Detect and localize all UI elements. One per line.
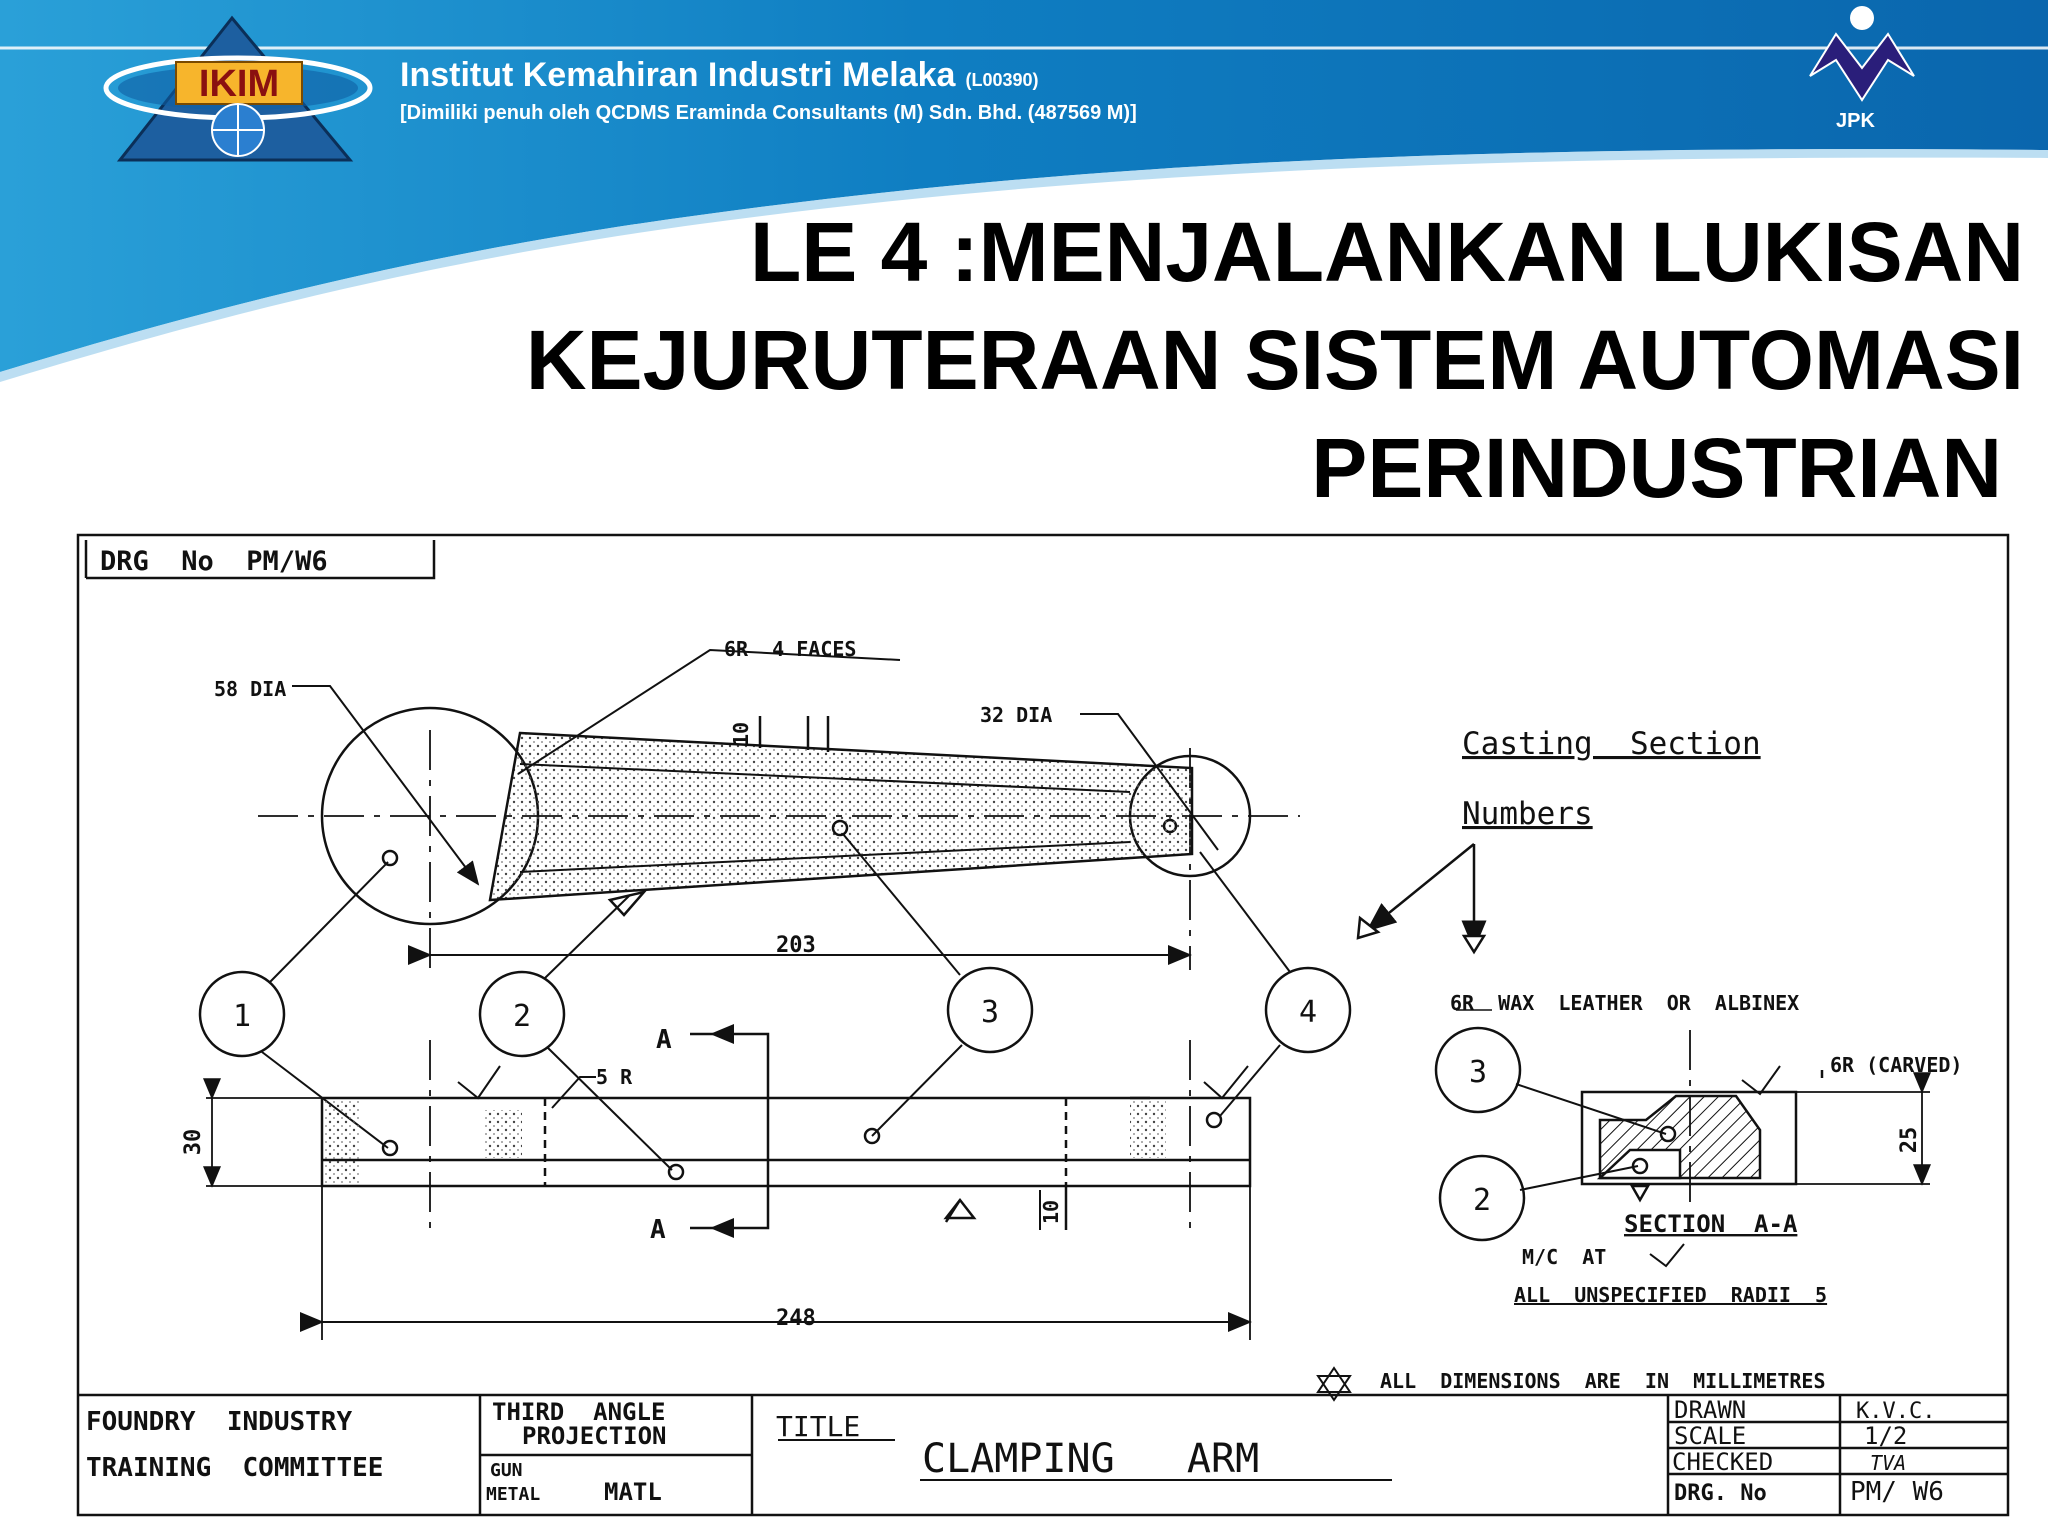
section-balloon-3: 3: [1469, 1055, 1487, 1090]
dimension-25: 25: [1897, 1127, 1922, 1154]
jpk-label: JPK: [1836, 110, 1875, 132]
balloon-2: 2: [513, 999, 531, 1034]
tb-org-line-2: TRAINING COMMITTEE: [86, 1453, 383, 1483]
tb-drawn-label: DRAWN: [1674, 1396, 1746, 1424]
casting-note-line-2: Numbers: [1462, 796, 1593, 832]
tb-scale-value: 1/2: [1864, 1422, 1907, 1450]
tb-scale-label: SCALE: [1674, 1422, 1746, 1450]
title-line-1: LE 4 :MENJALANKAN LUKISAN: [749, 205, 2024, 299]
ikim-logo: IKIM: [103, 15, 373, 162]
tb-checked-value: TVA: [1870, 1451, 1906, 1475]
tb-checked-label: CHECKED: [1672, 1448, 1773, 1476]
tb-drawn-value: K.V.C.: [1856, 1399, 1935, 1424]
title-line-3: PERINDUSTRIAN: [1311, 421, 2002, 515]
tb-drg-no-value: PM/ W6: [1850, 1477, 1944, 1507]
title-line-2: KEJURUTERAAN SISTEM AUTOMASI: [525, 313, 2024, 407]
title-block-lines: [78, 1393, 2008, 1515]
org-subtitle: [Dimiliki penuh oleh QCDMS Eraminda Cons…: [400, 102, 1137, 124]
dimension-30: 30: [181, 1129, 206, 1156]
casting-arrows: [1356, 843, 1487, 955]
drg-no-box: [86, 540, 436, 580]
dimension-248: 248: [776, 1306, 816, 1331]
tb-part-name: CLAMPING ARM: [922, 1436, 1259, 1482]
top-view: [258, 648, 1300, 970]
dimension-10-top: 10: [729, 722, 753, 746]
jpk-logo: [1809, 6, 1915, 102]
dimension-10-front: 10: [1039, 1200, 1063, 1224]
dia-32-note: 32 DIA: [980, 703, 1052, 727]
ikim-logo-text: IKIM: [199, 63, 279, 105]
tb-material-line-1: GUN: [490, 1460, 523, 1481]
section-a-a-label: SECTION A-A: [1624, 1210, 1798, 1238]
section-a-a-view: [1316, 1009, 1931, 1402]
wax-note: 6R WAX LEATHER OR ALBINEX: [1450, 991, 1799, 1015]
drawing-frame: [76, 533, 2010, 1517]
machining-note: M/C AT: [1522, 1245, 1606, 1269]
dimension-203: 203: [776, 933, 816, 958]
page-title: LE 4 :MENJALANKAN LUKISAN KEJURUTERAAN S…: [324, 198, 2024, 522]
tb-title-label: TITLE: [776, 1410, 860, 1443]
tb-drg-no-label: DRG. No: [1674, 1481, 1767, 1506]
tb-projection-line-2: PROJECTION: [522, 1422, 667, 1450]
radii-note: ALL UNSPECIFIED RADII 5: [1514, 1283, 1827, 1307]
tb-org-line-1: FOUNDRY INDUSTRY: [86, 1407, 352, 1437]
balloon-group: [198, 833, 1352, 1171]
tb-projection-line-1: THIRD ANGLE: [492, 1398, 665, 1426]
section-marker-a-bottom: A: [650, 1215, 666, 1245]
front-view: [203, 1024, 1252, 1340]
drg-no-label: DRG No PM/W6: [100, 546, 328, 577]
carved-note: 6R (CARVED): [1830, 1053, 1962, 1077]
section-marker-a-top: A: [656, 1025, 672, 1055]
tb-material-label: MATL: [604, 1478, 662, 1506]
org-code: (L00390): [965, 70, 1039, 90]
org-name: Institut Kemahiran Industri Melaka(L0039…: [400, 56, 1039, 94]
radius-5r: 5 R: [596, 1065, 633, 1089]
balloon-4: 4: [1299, 995, 1317, 1030]
section-balloon-2: 2: [1473, 1183, 1491, 1218]
dia-58-note: 58 DIA: [214, 677, 286, 701]
casting-note-line-1: Casting Section: [1462, 726, 1761, 762]
balloon-3: 3: [981, 995, 999, 1030]
header-banner: IKIM: [0, 0, 2048, 382]
dimensions-note: ALL DIMENSIONS ARE IN MILLIMETRES: [1380, 1369, 1826, 1393]
faces-note: 6R 4 FACES: [724, 637, 856, 661]
balloon-1: 1: [233, 999, 251, 1034]
tb-material-line-2: METAL: [486, 1484, 540, 1505]
